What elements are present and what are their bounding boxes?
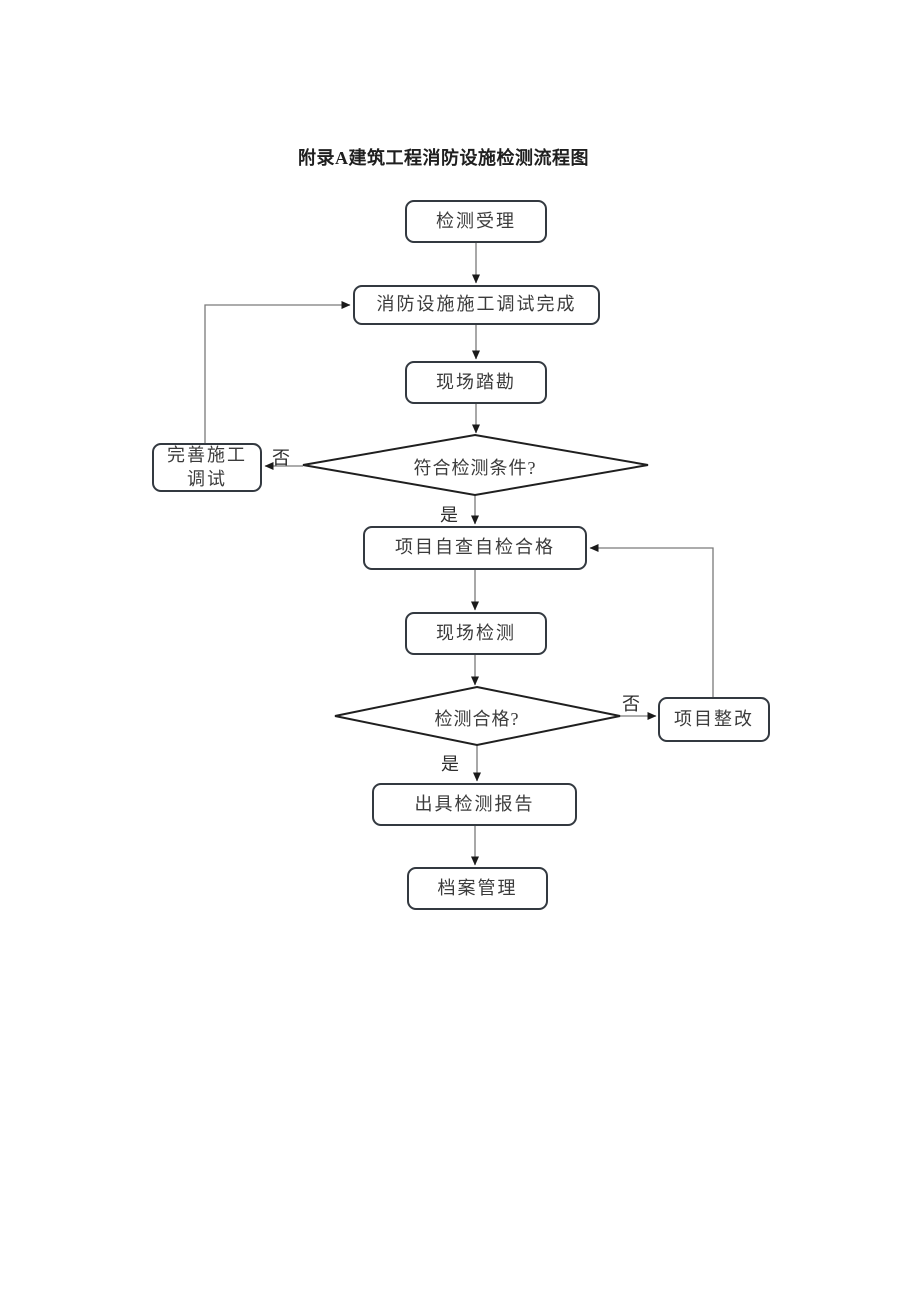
node-inspection-acceptance: 检测受理 — [405, 200, 547, 243]
node-archive-management: 档案管理 — [407, 867, 548, 910]
edge-label-yes-1: 是 — [440, 505, 458, 525]
node-improve-construction-debug: 完善施工调试 — [152, 443, 262, 492]
node-onsite-inspection: 现场检测 — [405, 612, 547, 655]
flowchart-title: 附录A建筑工程消防设施检测流程图 — [298, 148, 589, 168]
edge-label-no-1: 否 — [272, 448, 290, 468]
node-project-self-check-qualified: 项目自查自检合格 — [363, 526, 587, 570]
decision-inspection-pass-label: 检测合格? — [434, 709, 520, 729]
edge-rectify-loopback — [589, 544, 714, 697]
node-improve-construction-debug-label: 完善施工调试 — [167, 445, 247, 489]
node-fire-facility-debug-complete: 消防设施施工调试完成 — [353, 285, 600, 325]
decision-inspection-conditions-label: 符合检测条件? — [413, 458, 537, 478]
node-project-rectification: 项目整改 — [658, 697, 770, 742]
edge-improve-loopback — [204, 301, 351, 443]
edge-label-no-2: 否 — [622, 694, 640, 714]
decision-inspection-conditions-shape — [302, 433, 649, 497]
edge-label-yes-2: 是 — [441, 754, 459, 774]
node-issue-inspection-report: 出具检测报告 — [372, 783, 577, 826]
node-site-survey: 现场踏勘 — [405, 361, 547, 404]
decision-inspection-pass-shape — [334, 685, 621, 747]
